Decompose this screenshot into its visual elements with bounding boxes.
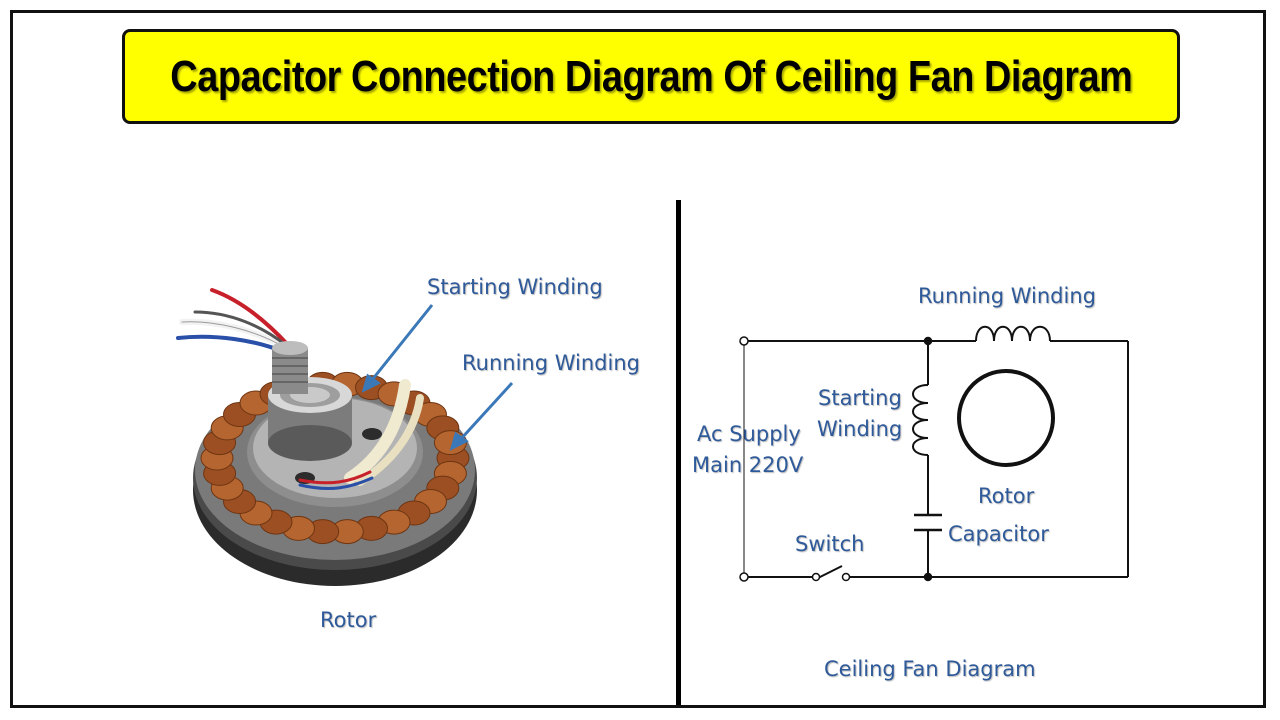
shaft (272, 341, 308, 394)
stator-windings (200, 371, 470, 545)
label-circuit-caption: Ceiling Fan Diagram (824, 657, 1036, 681)
page-title: Capacitor Connection Diagram Of Ceiling … (169, 51, 1133, 101)
label-circuit-starting-line1: Starting (818, 386, 902, 410)
pointer-arrows (361, 304, 514, 451)
lead-bundle (298, 379, 424, 491)
label-photo-running-winding: Running Winding (462, 351, 640, 375)
label-circuit-rotor: Rotor (978, 484, 1035, 508)
bearing (268, 377, 352, 461)
title-banner: Capacitor Connection Diagram Of Ceiling … (122, 29, 1180, 124)
outer-frame (10, 10, 1266, 708)
label-ac-supply-line2: Main 220V (692, 453, 804, 477)
label-circuit-switch: Switch (795, 532, 865, 556)
label-circuit-running-winding: Running Winding (918, 284, 1096, 308)
label-photo-rotor: Rotor (320, 608, 377, 632)
panel-divider (676, 200, 681, 705)
label-photo-starting-winding: Starting Winding (427, 275, 603, 299)
label-ac-supply-line1: Ac Supply (697, 422, 801, 446)
motor-photo (176, 288, 514, 586)
lead-wires (176, 288, 290, 354)
label-circuit-capacitor: Capacitor (948, 522, 1049, 546)
label-circuit-starting-line2: Winding (817, 417, 903, 441)
